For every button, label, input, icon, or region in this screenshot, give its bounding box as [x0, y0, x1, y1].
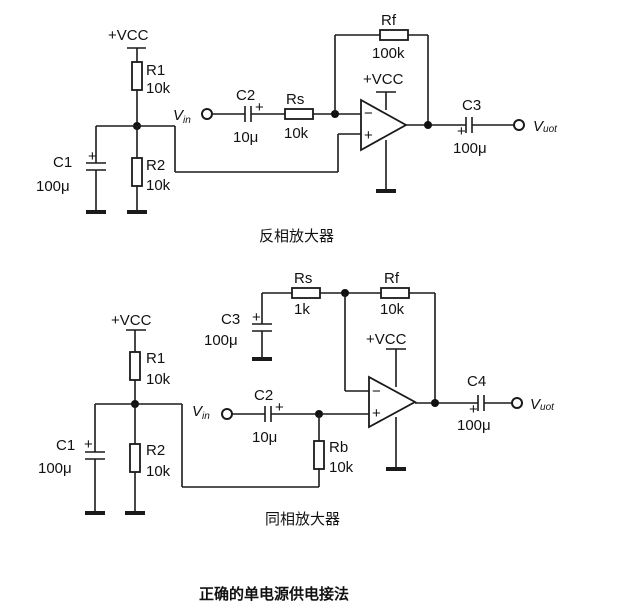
inv-r2-name: R2	[146, 157, 165, 174]
inv-vin-label: Vin	[173, 107, 191, 126]
inv-c2-value: 10μ	[233, 129, 258, 146]
ninv-r1-name: R1	[146, 350, 165, 367]
ninv-r2-name: R2	[146, 442, 165, 459]
ninv-r1-value: 10k	[146, 371, 171, 388]
ninv-rb-value: 10k	[329, 459, 354, 476]
inv-c1-value: 100μ	[36, 178, 70, 195]
inv-r1-name: R1	[146, 62, 165, 79]
inv-opamp-triangle	[360, 98, 408, 152]
inv-r1-resistor	[131, 61, 143, 91]
inv-r2-value: 10k	[146, 177, 171, 194]
inv-c2-name: C2	[236, 87, 255, 104]
noninverting-amplifier-circuit: +VCC R1 10k + C1 100μ R2 10k +	[38, 270, 555, 528]
inv-rs-value: 10k	[284, 125, 309, 142]
ninv-c1-value: 100μ	[38, 460, 72, 477]
ninv-rb-resistor	[313, 440, 325, 470]
inv-vcc-label: +VCC	[108, 27, 149, 44]
ninv-output-node	[431, 399, 439, 407]
ninv-opamp-plus: +	[372, 405, 381, 422]
ninv-vout-label: Vuot	[530, 396, 555, 413]
inv-c2-polarity: +	[255, 99, 264, 116]
inv-c1-name: C1	[53, 154, 72, 171]
inv-c3-value: 100μ	[453, 140, 487, 157]
ninv-c4-name: C4	[467, 373, 486, 390]
ninv-c4-polarity: +	[469, 401, 478, 418]
ninv-rb-name: Rb	[329, 439, 348, 456]
ninv-c1-polarity: +	[84, 436, 93, 453]
ninv-r2-value: 10k	[146, 463, 171, 480]
inv-rs-name: Rs	[286, 91, 304, 108]
ninv-vin-label: Vin	[192, 403, 210, 422]
inv-opamp-plus: +	[364, 127, 373, 144]
ninv-c3-name: C3	[221, 311, 240, 328]
ninv-vcc-label: +VCC	[111, 312, 152, 329]
ninv-vout-terminal[interactable]	[511, 397, 523, 409]
inv-rf-resistor	[379, 29, 409, 41]
inv-c3-polarity: +	[457, 123, 466, 140]
ninv-vin-terminal[interactable]	[221, 408, 233, 420]
inv-vout-terminal[interactable]	[513, 119, 525, 131]
inv-r2-resistor	[131, 157, 143, 187]
inv-output-node	[424, 121, 432, 129]
inv-c3-name: C3	[462, 97, 481, 114]
inv-c1-polarity: +	[88, 148, 97, 165]
ninv-c2-name: C2	[254, 387, 273, 404]
ninv-opamp-vcc-label: +VCC	[366, 331, 407, 348]
ninv-caption: 同相放大器	[265, 510, 340, 528]
inv-rf-name: Rf	[381, 12, 397, 29]
inv-rs-resistor	[284, 108, 314, 120]
ninv-r2-resistor	[129, 443, 141, 473]
ninv-c3-polarity: +	[252, 309, 261, 326]
ninv-rf-resistor	[380, 287, 410, 299]
inv-opamp-minus: −	[364, 105, 373, 122]
inv-vout-label: Vuot	[533, 118, 558, 135]
ninv-opamp-minus: −	[372, 383, 381, 400]
ninv-c4-value: 100μ	[457, 417, 491, 434]
ninv-c1-name: C1	[56, 437, 75, 454]
inv-rf-value: 100k	[372, 45, 405, 62]
inv-vin-terminal[interactable]	[201, 108, 213, 120]
inv-r1-value: 10k	[146, 80, 171, 97]
ninv-r1-resistor	[129, 351, 141, 381]
ninv-c2-value: 10μ	[252, 429, 277, 446]
ninv-rs-resistor	[291, 287, 321, 299]
ninv-c3-value: 100μ	[204, 332, 238, 349]
ninv-rf-value: 10k	[380, 301, 405, 318]
inv-caption: 反相放大器	[259, 227, 334, 245]
ninv-rs-name: Rs	[294, 270, 312, 287]
diagram-title: 正确的单电源供电接法	[199, 585, 349, 603]
ninv-rs-value: 1k	[294, 301, 310, 318]
ninv-c2-polarity: +	[275, 399, 284, 416]
ninv-rf-name: Rf	[384, 270, 400, 287]
ninv-opamp-triangle	[368, 375, 417, 429]
inverting-amplifier-circuit: +VCC R1 10k + C1 100μ R2 10k Vin	[36, 12, 558, 245]
inv-opamp-vcc-label: +VCC	[363, 71, 404, 88]
